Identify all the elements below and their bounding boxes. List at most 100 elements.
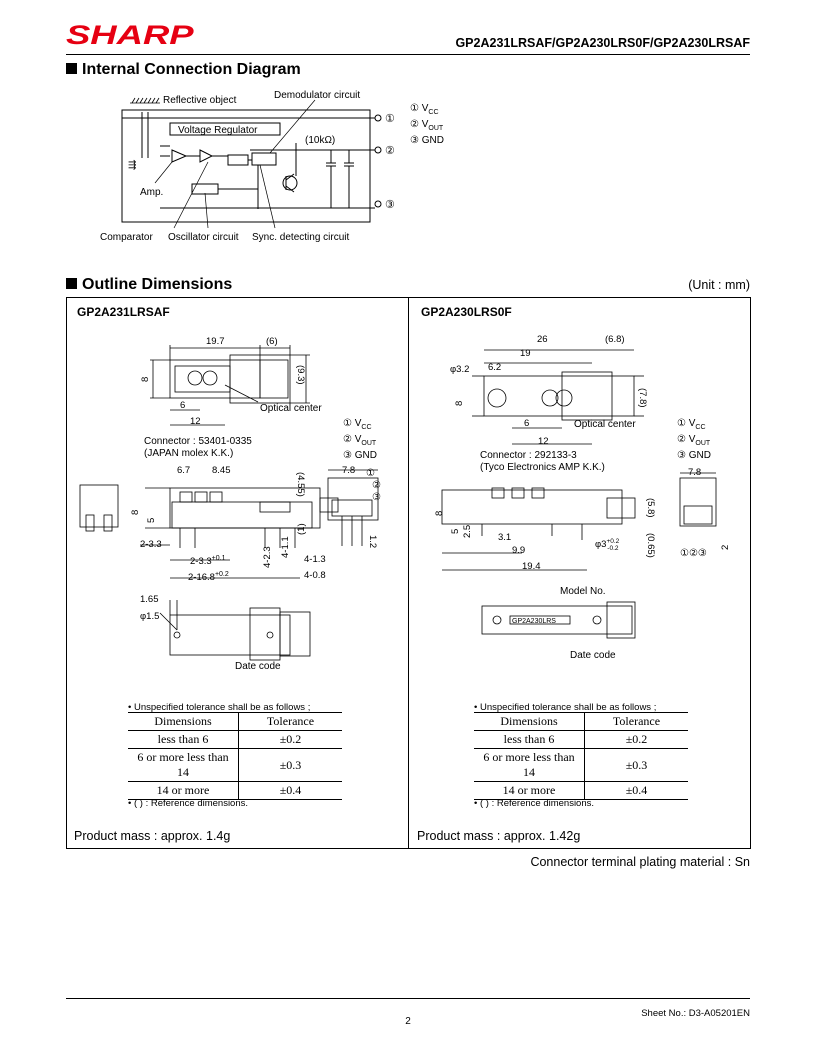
dim-4-1-3: 4-1.3 (304, 554, 326, 565)
pin-legend-top: ① VCC ② VOUT ③ GND (410, 103, 444, 151)
module-box (121, 109, 371, 223)
svg-text:(7.8): (7.8) (637, 388, 648, 408)
sharp-logo: SHARP (66, 20, 194, 50)
svg-text:(6.8): (6.8) (605, 334, 625, 345)
svg-text:⇶: ⇶ (128, 159, 136, 171)
left-optical-center: Optical center (260, 403, 322, 414)
svg-text:6.2: 6.2 (488, 362, 501, 373)
svg-text:2-16.8+0.2: 2-16.8+0.2 (188, 571, 229, 583)
dim-8-top: 8 (140, 377, 151, 382)
svg-text:7.8: 7.8 (688, 467, 701, 478)
dim-6p: (6) (266, 336, 278, 347)
plating-note: Connector terminal plating material : Sn (530, 855, 750, 869)
svg-text:②: ② (372, 480, 381, 491)
table-row: less than 6±0.2 (128, 730, 342, 749)
svg-text:①: ① (366, 468, 375, 479)
dim-phi-1-5: φ1.5 (140, 611, 159, 622)
dim-5: 5 (146, 518, 157, 523)
dim-4-0-8: 4-0.8 (304, 570, 326, 581)
svg-text:③: ③ (372, 492, 381, 503)
left-mass: Product mass : approx. 1.4g (74, 829, 231, 843)
dim-19-7: 19.7 (206, 336, 225, 347)
outline-title-text: Outline Dimensions (82, 276, 233, 293)
internal-connection-diagram: Reflective object Demodulator circuit Vo… (100, 90, 395, 243)
svg-text:(0.65): (0.65) (645, 533, 656, 558)
svg-text:φ3.2: φ3.2 (450, 364, 469, 375)
part-numbers: GP2A231LRSAF/GP2A230LRS0F/GP2A230LRSAF (455, 36, 750, 50)
pin-legend-item: ② VOUT (410, 119, 444, 132)
dim-6: 6 (180, 400, 185, 411)
dim-8-side: 8 (130, 510, 141, 515)
svg-text:φ3+0.2-0.2: φ3+0.2-0.2 (595, 538, 620, 552)
dim-1-2: 1.2 (367, 535, 378, 548)
dim-1-65: 1.65 (140, 594, 159, 605)
label-demodulator: Demodulator circuit (274, 90, 360, 101)
bullet-square-icon (66, 63, 77, 74)
reflective-object-hatch (130, 97, 160, 104)
dim-8-45: 8.45 (212, 465, 231, 476)
pin2-terminal (374, 146, 382, 154)
unit-label: (Unit : mm) (688, 278, 750, 292)
svg-text:2.5: 2.5 (462, 525, 473, 538)
connection-section-title: Internal Connection Diagram (66, 61, 301, 79)
connection-title-text: Internal Connection Diagram (82, 61, 301, 78)
bullet-square-icon (66, 278, 77, 289)
dim-12: 12 (190, 416, 201, 427)
pin-legend-right: ① VCC ② VOUT ③ GND (677, 418, 711, 461)
svg-text:19.4: 19.4 (522, 561, 541, 572)
table-row: 14 or more±0.4 (474, 781, 688, 800)
left-tol-note: • Unspecified tolerance shall be as foll… (128, 702, 311, 713)
svg-text:2: 2 (720, 545, 731, 550)
svg-text:6: 6 (524, 418, 529, 429)
dim-4-1-1: 4-1.1 (280, 536, 291, 558)
pin3-terminal (374, 200, 382, 208)
right-marking: GP2A230LRS (512, 618, 556, 625)
right-model-title: GP2A230LRS0F (421, 305, 512, 319)
label-comparator: Comparator (100, 232, 153, 243)
right-pin-row: ①②③ (680, 548, 707, 559)
svg-text:8: 8 (434, 511, 445, 516)
left-connector-line2: (JAPAN molex K.K.) (144, 448, 233, 459)
left-date-code: Date code (235, 661, 281, 672)
svg-text:5: 5 (450, 529, 461, 534)
dim-7-8: 7.8 (342, 465, 355, 476)
label-amp: Amp. (140, 187, 163, 198)
demod-block (227, 154, 249, 166)
dim-4-55: (4.55) (295, 472, 306, 497)
left-outline-drawing: 19.7 (6) (9.3) 8 6 12 6.7 8.45 (4.55) 7.… (79, 336, 381, 672)
left-model-title: GP2A231LRSAF (77, 305, 170, 319)
table-row: less than 6±0.2 (474, 730, 688, 749)
svg-text:19: 19 (520, 348, 531, 359)
left-connector-line1: Connector : 53401-0335 (144, 436, 252, 447)
label-sync: Sync. detecting circuit (252, 232, 349, 243)
dim-6-7: 6.7 (177, 465, 190, 476)
right-connector-line1: Connector : 292133-3 (480, 450, 577, 461)
amp-triangle (171, 149, 188, 163)
label-resistor: (10kΩ) (305, 135, 335, 146)
svg-text:12: 12 (538, 436, 549, 447)
svg-text:③: ③ (385, 199, 395, 211)
right-outline-drawing: 26 (6.8) 19 φ3.2 6.2 8 (7.8) 6 12 7.8 8 … (434, 334, 731, 661)
label-reflective: Reflective object (163, 95, 237, 106)
outline-section-title: Outline Dimensions (66, 276, 232, 294)
right-date-code: Date code (570, 650, 616, 661)
svg-text:8: 8 (454, 401, 465, 406)
left-ref-note: • ( ) : Reference dimensions. (128, 798, 249, 809)
right-mass: Product mass : approx. 1.42g (417, 829, 581, 843)
comparator-triangle (199, 149, 214, 163)
outline-divider (408, 297, 409, 849)
pin1-terminal (374, 114, 382, 122)
right-connector-line2: (Tyco Electronics AMP K.K.) (480, 462, 605, 473)
table-row: 6 or more less than 14±0.3 (474, 748, 688, 782)
sheet-number: Sheet No.: D3-A05201EN (641, 1008, 750, 1019)
voltage-regulator-box (169, 122, 281, 136)
pin-legend-left: ① VCC ② VOUT ③ GND (343, 418, 377, 461)
label-oscillator: Oscillator circuit (168, 232, 239, 243)
svg-text:(5.8): (5.8) (645, 498, 656, 518)
right-tol-note: • Unspecified tolerance shall be as foll… (474, 702, 657, 713)
header-rule (66, 54, 750, 55)
right-ref-note: • ( ) : Reference dimensions. (474, 798, 595, 809)
right-optical-center: Optical center (574, 419, 636, 430)
